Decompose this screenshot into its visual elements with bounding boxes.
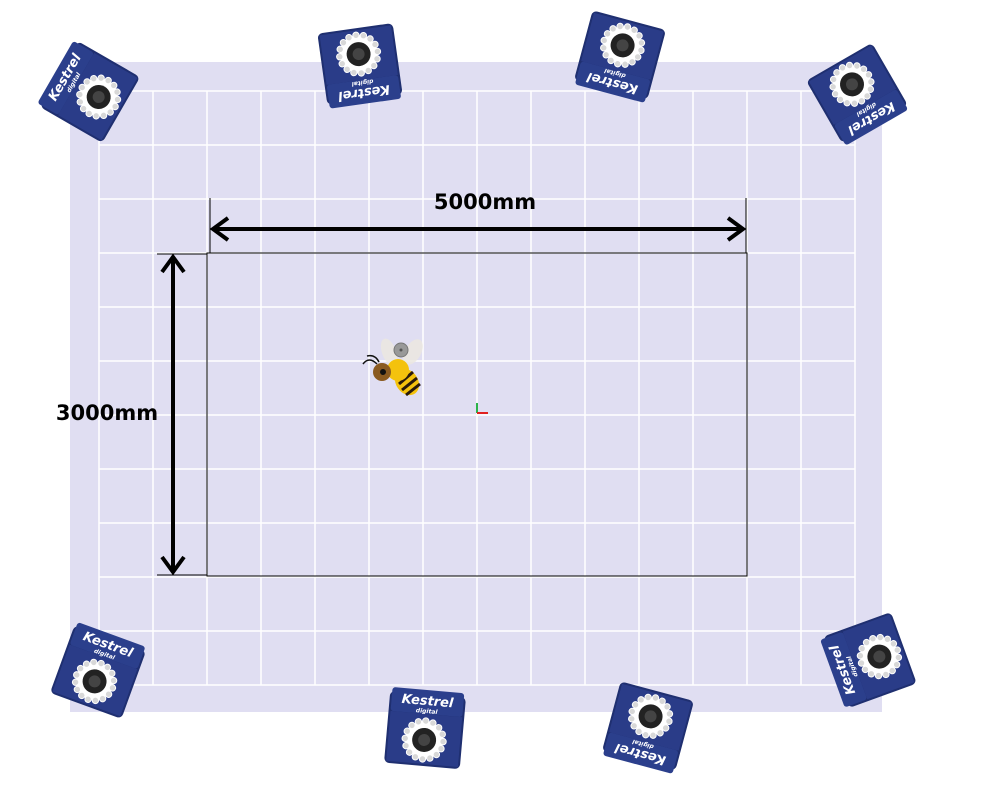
width-label: 5000mm (434, 190, 536, 214)
height-dimension: 3000mm (56, 253, 207, 576)
width-dimension: 5000mm (209, 190, 747, 253)
svg-text:digital: digital (350, 77, 373, 87)
capture-volume-rect (206, 252, 748, 577)
svg-text:Kestrel: Kestrel (401, 692, 454, 712)
axis-origin-icon (476, 403, 488, 414)
svg-text:digital: digital (416, 707, 439, 716)
floor-area (70, 62, 882, 712)
bee-drone-icon (362, 338, 423, 397)
svg-text:Kestrel: Kestrel (337, 81, 391, 103)
height-label: 3000mm (56, 401, 158, 425)
